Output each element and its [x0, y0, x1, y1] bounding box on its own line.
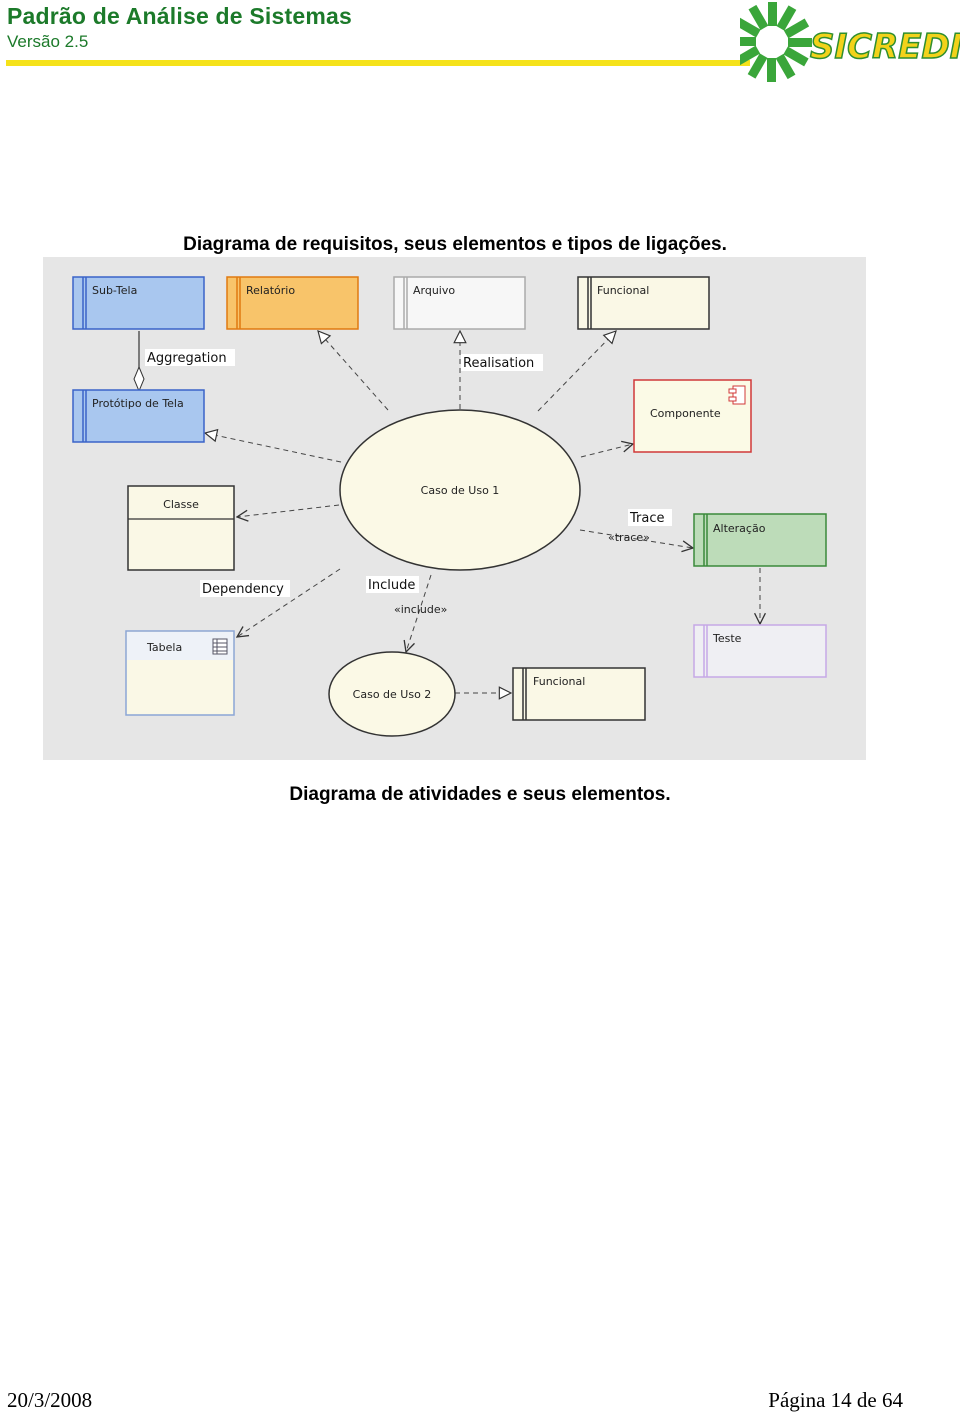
realisation-arrow-funcional: [537, 331, 616, 412]
caso-de-uso-1-label: Caso de Uso 1: [421, 484, 500, 497]
logo-wordmark: SICREDI: [810, 27, 960, 67]
teste-label: Teste: [712, 632, 742, 645]
element-caso-de-uso-2: Caso de Uso 2: [328, 651, 456, 737]
element-relatorio: Relatório: [226, 276, 359, 330]
include-stereotype: «include»: [394, 603, 447, 616]
aggregation-label: Aggregation: [147, 351, 227, 366]
prototipo-label: Protótipo de Tela: [92, 397, 184, 410]
tabela-label: Tabela: [146, 641, 182, 654]
header-rule: [6, 60, 750, 66]
element-alteracao: Alteração: [693, 513, 827, 567]
footer-page-number: Página 14 de 64: [768, 1388, 903, 1412]
componente-label: Componente: [650, 407, 721, 420]
element-teste: Teste: [693, 624, 827, 678]
funcional-bottom-label: Funcional: [533, 675, 585, 688]
trace-label: Trace: [629, 511, 665, 526]
alteracao-label: Alteração: [713, 522, 766, 535]
dependency-arrow-classe: [237, 504, 340, 517]
trace-stereotype: «trace»: [608, 531, 650, 544]
element-classe: Classe: [127, 485, 235, 571]
dependency-arrow-tabela: [237, 568, 341, 637]
table-icon: [212, 638, 228, 655]
trace-arrow: [579, 529, 693, 548]
element-caso-de-uso-1: Caso de Uso 1: [339, 409, 581, 571]
caso-de-uso-2-label: Caso de Uso 2: [353, 688, 432, 701]
element-tabela: Tabela: [125, 630, 235, 716]
requirements-diagram: Sub-Tela Relatório Arquivo Funcional Pro…: [43, 257, 866, 760]
component-icon: [728, 385, 746, 405]
document-version: Versão 2.5: [7, 32, 89, 51]
funcional-top-label: Funcional: [597, 284, 649, 297]
arquivo-label: Arquivo: [413, 284, 455, 297]
element-prototipo-de-tela: Protótipo de Tela: [72, 389, 205, 443]
sicredi-logo: SICREDI: [740, 2, 960, 82]
relatorio-label: Relatório: [246, 284, 295, 297]
element-funcional-bottom: Funcional: [512, 667, 646, 721]
dependency-label: Dependency: [202, 582, 284, 597]
classe-label: Classe: [163, 498, 199, 511]
element-arquivo: Arquivo: [393, 276, 526, 330]
sub-tela-label: Sub-Tela: [92, 284, 137, 297]
element-sub-tela: Sub-Tela: [72, 276, 205, 330]
include-arrow: [406, 574, 432, 652]
sunburst-icon: [740, 2, 812, 82]
realisation-label: Realisation: [463, 356, 534, 371]
document-title: Padrão de Análise de Sistemas: [7, 3, 352, 29]
element-componente: Componente: [633, 379, 752, 453]
caption-activities: Diagrama de atividades e seus elementos.: [289, 784, 671, 805]
footer-date: 20/3/2008: [7, 1388, 93, 1412]
include-label: Include: [368, 578, 415, 593]
caption-requirements: Diagrama de requisitos, seus elementos e…: [183, 234, 727, 255]
element-funcional-top: Funcional: [577, 276, 710, 330]
